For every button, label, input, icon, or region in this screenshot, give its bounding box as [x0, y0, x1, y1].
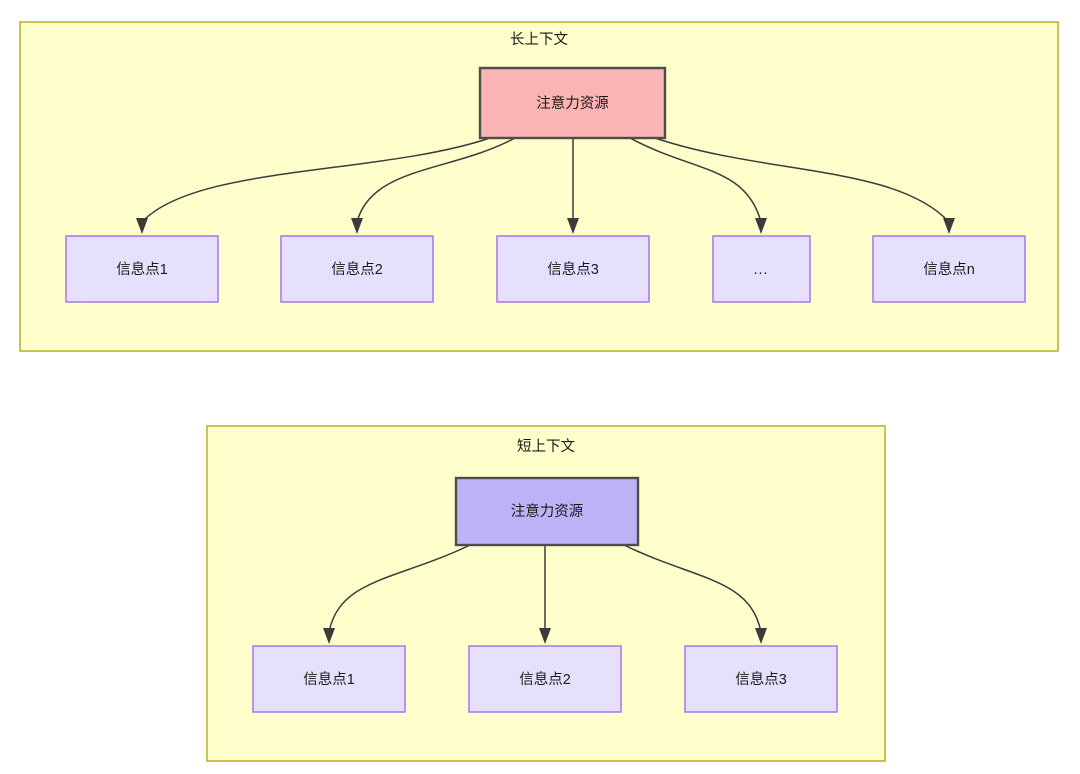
edges-long-context: [136, 137, 955, 234]
node-label: ...: [753, 262, 768, 278]
node-info-point-1-short[interactable]: 信息点1: [252, 645, 406, 713]
node-info-point-ellipsis-long[interactable]: ...: [712, 235, 811, 303]
arrowhead-leaf-1-short: [323, 628, 335, 644]
edge-root-to-leaf-n: [654, 137, 950, 223]
node-box[interactable]: [454, 476, 640, 547]
node-box[interactable]: [478, 66, 667, 140]
node-box[interactable]: [468, 645, 622, 713]
node-box[interactable]: [280, 235, 434, 303]
node-box[interactable]: [872, 235, 1026, 303]
node-info-point-n-long[interactable]: 信息点n: [872, 235, 1026, 303]
node-label: 信息点2: [331, 261, 383, 278]
node-info-point-2-long[interactable]: 信息点2: [280, 235, 434, 303]
arrowhead-leaf-2: [351, 218, 363, 234]
node-label: 信息点1: [116, 261, 168, 278]
node-box[interactable]: [65, 235, 219, 303]
node-label: 注意力资源: [511, 502, 584, 520]
node-info-point-2-short[interactable]: 信息点2: [468, 645, 622, 713]
node-label: 信息点n: [923, 261, 975, 278]
group-long-context: 长上下文 注意力资源 信息: [19, 21, 1059, 352]
edge-root-to-leaf-1: [141, 137, 491, 223]
arrowhead-leaf-n: [943, 218, 955, 234]
node-label: 信息点2: [519, 671, 571, 688]
node-label: 信息点3: [735, 671, 787, 688]
arrowhead-leaf-ellipsis: [755, 218, 767, 234]
node-info-point-1-long[interactable]: 信息点1: [65, 235, 219, 303]
node-label: 注意力资源: [536, 94, 609, 112]
group-title-short-context: 短上下文: [517, 438, 575, 455]
edge-root-to-leaf-2: [356, 137, 516, 223]
arrowhead-leaf-3-short: [755, 628, 767, 644]
edge-root-to-leaf-ellipsis: [629, 137, 762, 223]
arrowhead-leaf-3: [567, 218, 579, 234]
edges-short-context: [323, 544, 767, 644]
node-box[interactable]: [684, 645, 838, 713]
node-box[interactable]: [712, 235, 811, 303]
edge-root-to-leaf-1-short: [328, 544, 471, 633]
node-info-point-3-short[interactable]: 信息点3: [684, 645, 838, 713]
node-attention-resource-short[interactable]: 注意力资源: [454, 476, 640, 547]
node-info-point-3-long[interactable]: 信息点3: [496, 235, 650, 303]
node-label: 信息点1: [303, 671, 355, 688]
group-title-long-context: 长上下文: [510, 31, 568, 48]
arrowhead-leaf-2-short: [539, 628, 551, 644]
node-attention-resource-long[interactable]: 注意力资源: [478, 66, 667, 140]
node-label: 信息点3: [547, 261, 599, 278]
node-box[interactable]: [496, 235, 650, 303]
edge-root-to-leaf-3-short: [623, 544, 762, 633]
group-short-context: 短上下文 注意力资源 信息点1 信息点2: [206, 425, 886, 762]
arrowhead-leaf-1: [136, 218, 148, 234]
node-box[interactable]: [252, 645, 406, 713]
